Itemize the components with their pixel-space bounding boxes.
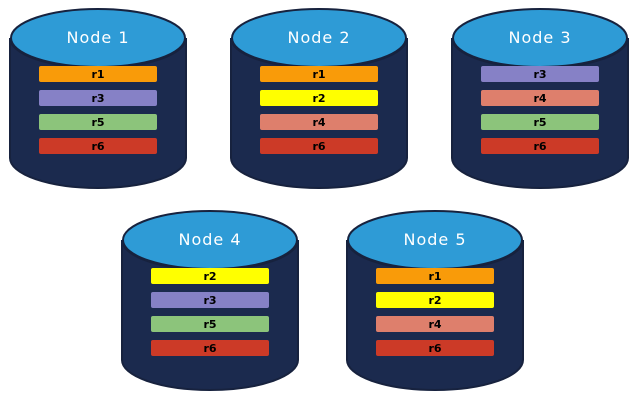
replica-bar[interactable]: r2: [260, 90, 378, 106]
replica-bar[interactable]: r4: [376, 316, 494, 332]
cylinder-top-ellipse: [122, 210, 298, 270]
cylinder-top-ellipse: [231, 8, 407, 68]
replica-bar[interactable]: r1: [39, 66, 157, 82]
replica-bar[interactable]: r1: [260, 66, 378, 82]
replica-list: r2 r3 r5 r6: [122, 268, 298, 356]
replica-bar[interactable]: r6: [376, 340, 494, 356]
replica-bar[interactable]: r6: [151, 340, 269, 356]
replica-bar[interactable]: r6: [39, 138, 157, 154]
replica-bar[interactable]: r1: [376, 268, 494, 284]
replica-bar[interactable]: r4: [481, 90, 599, 106]
cylinder-top-ellipse: [452, 8, 628, 68]
replica-bar[interactable]: r5: [481, 114, 599, 130]
replica-bar[interactable]: r3: [481, 66, 599, 82]
replica-list: r1 r3 r5 r6: [10, 66, 186, 154]
cylinder-top-ellipse: [347, 210, 523, 270]
replica-bar[interactable]: r2: [151, 268, 269, 284]
replica-bar[interactable]: r6: [481, 138, 599, 154]
cylinder-top-ellipse: [10, 8, 186, 68]
replica-list: r1 r2 r4 r6: [231, 66, 407, 154]
replica-bar[interactable]: r4: [260, 114, 378, 130]
replica-bar[interactable]: r3: [151, 292, 269, 308]
replica-list: r3 r4 r5 r6: [452, 66, 628, 154]
replica-bar[interactable]: r6: [260, 138, 378, 154]
replica-list: r1 r2 r4 r6: [347, 268, 523, 356]
replica-bar[interactable]: r5: [39, 114, 157, 130]
replica-bar[interactable]: r5: [151, 316, 269, 332]
replica-bar[interactable]: r2: [376, 292, 494, 308]
replica-bar[interactable]: r3: [39, 90, 157, 106]
